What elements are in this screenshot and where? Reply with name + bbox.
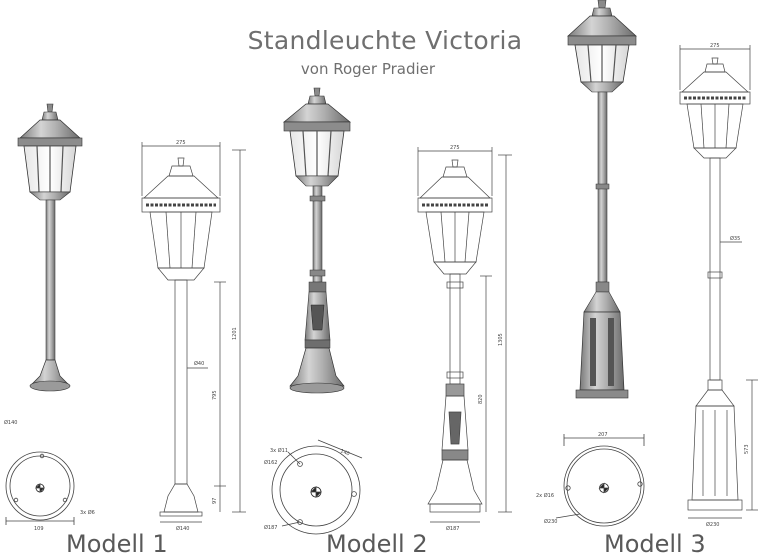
m1-plan-width-label: 109 <box>34 526 44 532</box>
m1-height-label: 1201 <box>232 327 238 340</box>
model2-render <box>283 87 351 394</box>
page-subtitle: von Roger Pradier <box>300 60 436 78</box>
m2-shaft-label: 820 <box>478 394 484 404</box>
m1-base-dia-label: Ø140 <box>176 525 189 532</box>
m1-width-label: 275 <box>176 140 186 146</box>
page-title: Standleuchte Victoria <box>247 26 523 55</box>
m1-plan-dia-label: Ø140 <box>4 419 17 426</box>
m2-plan-holes-label: 3x Ø11 <box>270 447 288 454</box>
model2-plan <box>271 439 363 535</box>
model3-drawing <box>679 45 758 519</box>
m3-plan-width-label: 207 <box>598 432 608 438</box>
m2-plan-offset-label: 140 <box>339 448 350 457</box>
m2-base-dia-label: Ø187 <box>446 525 459 532</box>
m3-pipe-dia-label: Ø35 <box>730 235 740 242</box>
model-label-1: Modell 1 <box>66 530 168 558</box>
model-label-3: Modell 3 <box>604 530 706 558</box>
m2-height-label: 1305 <box>498 333 504 346</box>
model3-plan <box>555 434 645 527</box>
model1-plan <box>5 451 75 525</box>
m3-width-label: 275 <box>710 43 720 49</box>
model1-render <box>17 103 83 392</box>
m3-plan-holes-label: 2x Ø16 <box>536 492 554 499</box>
m1-plan-holes-label: 3x Ø6 <box>80 509 95 516</box>
model3-render <box>567 0 637 399</box>
model1-drawing <box>141 142 246 523</box>
m2-plan-dia-label: Ø162 <box>264 459 277 466</box>
m1-pipe-dia-label: Ø40 <box>194 360 204 367</box>
m1-base-height-label: 97 <box>212 498 218 504</box>
m3-height-label: 573 <box>744 444 750 454</box>
m1-shaft-label: 795 <box>212 390 218 400</box>
m2-width-label: 275 <box>450 145 460 151</box>
model2-drawing <box>417 147 512 523</box>
m2-plan-outer-label: Ø187 <box>264 524 277 531</box>
m3-base-dia-label: Ø230 <box>706 521 719 528</box>
m3-plan-dia-label: Ø230 <box>544 518 557 525</box>
model-label-2: Modell 2 <box>326 530 428 558</box>
